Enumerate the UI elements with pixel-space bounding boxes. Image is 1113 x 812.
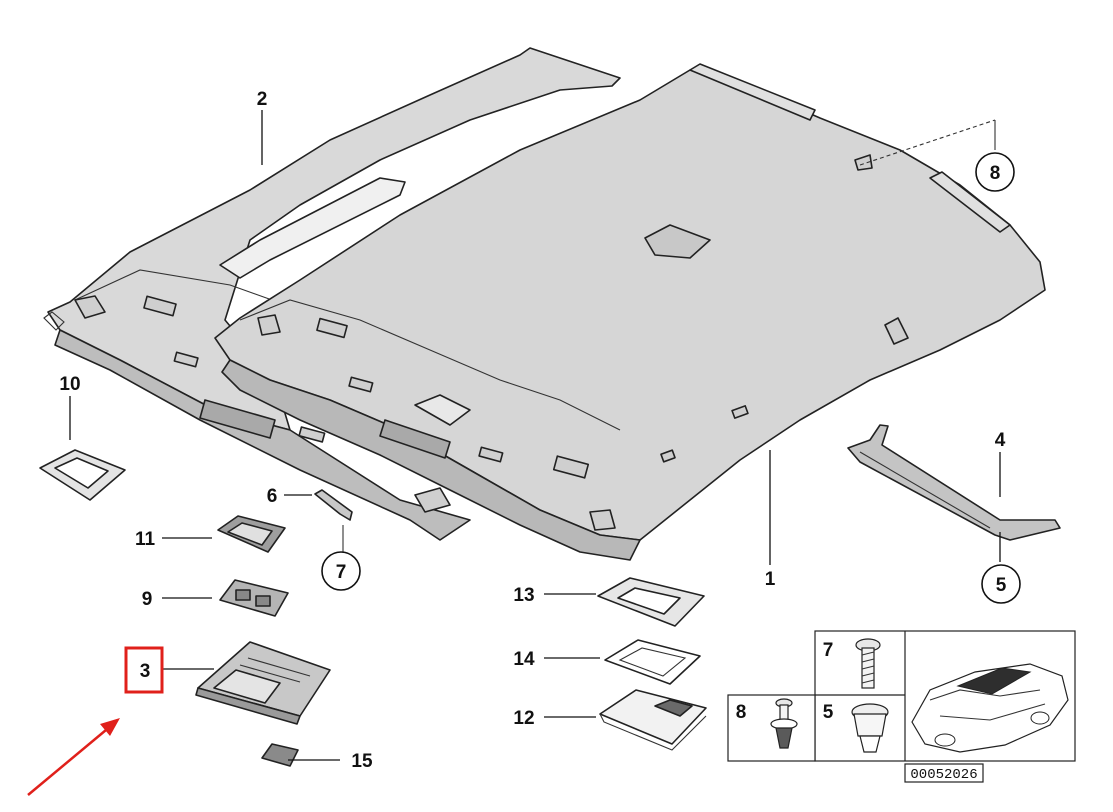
callout-7: 7 — [336, 562, 347, 583]
callout-3: 3 — [140, 661, 151, 682]
red-arrow — [27, 718, 120, 796]
callout-11: 11 — [135, 529, 156, 550]
car-icon — [911, 663, 1069, 753]
callout-2: 2 — [257, 89, 268, 110]
callout-13: 13 — [513, 585, 534, 606]
headliner-part-2 — [43, 47, 621, 541]
callout-7-circle: 7 — [321, 551, 361, 591]
housing-part-12 — [599, 689, 707, 751]
frame-part-14 — [604, 639, 701, 685]
callout-5-circle: 5 — [981, 564, 1021, 604]
inset-label-7: 7 — [823, 640, 834, 661]
headliner-part-1 — [214, 63, 1046, 561]
leader-lines — [69, 110, 1001, 761]
clip-5 — [851, 703, 889, 753]
callout-10: 10 — [59, 374, 80, 395]
trim-strip-part-4 — [847, 424, 1061, 541]
screw-7 — [855, 638, 881, 689]
seal-part-10 — [39, 449, 126, 501]
callout-9: 9 — [142, 589, 153, 610]
callout-8-circle: 8 — [975, 152, 1015, 192]
seal-part-13 — [597, 577, 705, 627]
push-pin-8 — [770, 698, 798, 749]
callout-5: 5 — [996, 575, 1007, 596]
callout-14: 14 — [513, 649, 535, 670]
diagram-number: 00052026 — [910, 767, 977, 783]
interior-light-part-3 — [195, 641, 331, 725]
diagram-number-box: 00052026 — [904, 763, 984, 783]
bracket-part-9 — [219, 579, 289, 617]
callout-15: 15 — [351, 751, 373, 772]
fastener-inset: 7 8 5 — [727, 630, 1076, 762]
callout-4: 4 — [995, 430, 1006, 451]
inset-label-8: 8 — [736, 702, 747, 723]
callout-1: 1 — [765, 569, 776, 590]
callout-12: 12 — [513, 708, 534, 729]
callout-6: 6 — [267, 486, 278, 507]
clip-part-6 — [314, 489, 353, 555]
inset-label-5: 5 — [823, 702, 834, 723]
switch-part-15 — [261, 743, 299, 767]
leader-8 — [859, 119, 996, 166]
callout-8: 8 — [990, 163, 1001, 184]
frame-part-11 — [217, 515, 286, 553]
highlight-part-3: 3 — [124, 646, 164, 694]
